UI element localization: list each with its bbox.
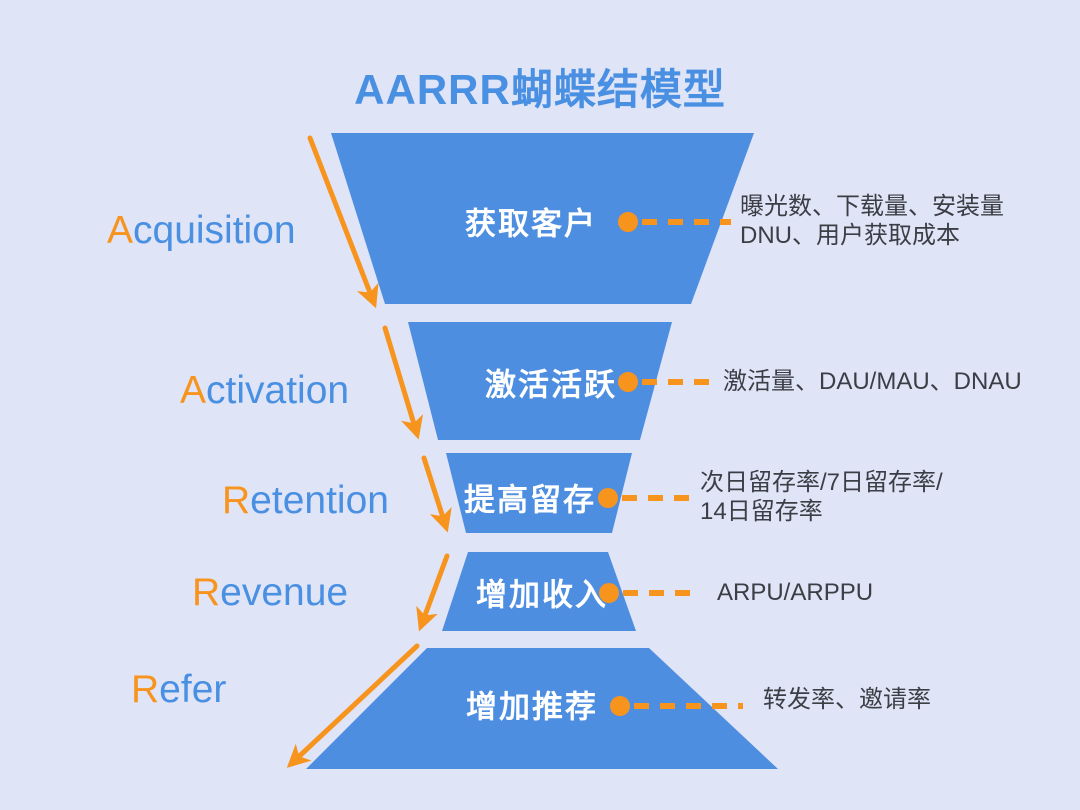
flow-arrow-4 <box>416 553 450 632</box>
stage-label-acquisition: 获取客户 <box>465 206 597 242</box>
en-label-initial: R <box>222 479 251 522</box>
en-label-initial: A <box>107 209 134 252</box>
flow-arrow-1 <box>307 135 379 309</box>
stage-label-activation: 激活活跃 <box>485 367 617 403</box>
stage-label-retention: 提高留存 <box>464 482 596 518</box>
stage-label-revenue: 增加收入 <box>476 577 608 613</box>
metrics-retention: 次日留存率/7日留存率/ 14日留存率 <box>700 469 943 525</box>
connector-dot-icon-5 <box>610 696 630 716</box>
en-label-rest: etention <box>250 479 389 522</box>
en-label-rest: evenue <box>220 571 349 614</box>
metrics-refer: 转发率、邀请率 <box>763 686 931 713</box>
en-label-activation: Activation <box>180 371 349 410</box>
en-label-acquisition: Acquisition <box>107 211 296 250</box>
en-label-refer: Refer <box>131 670 226 709</box>
funnel-stage-shape-activation <box>408 322 672 440</box>
connector-dot-icon-1 <box>618 212 638 232</box>
funnel-stage-shape-acquisition <box>331 133 754 304</box>
metrics-revenue: ARPU/ARPPU <box>717 579 874 606</box>
en-label-rest: ctivation <box>206 369 350 412</box>
en-label-initial: R <box>192 571 221 614</box>
en-label-revenue: Revenue <box>192 573 348 612</box>
connector-dot-icon-3 <box>598 488 618 508</box>
en-label-initial: R <box>131 668 160 711</box>
flow-arrow-2 <box>382 325 424 440</box>
page-title: AARRR蝴蝶结模型 <box>354 66 726 113</box>
metrics-acquisition: 曝光数、下载量、安装量 DNU、用户获取成本 <box>740 193 1004 249</box>
en-label-rest: cquisition <box>133 209 296 252</box>
connector-dot-icon-2 <box>618 372 638 392</box>
funnel-stage-shape-revenue <box>442 552 636 631</box>
connector-dot-icon-4 <box>599 583 619 603</box>
metrics-activation: 激活量、DAU/MAU、DNAU <box>723 368 1022 395</box>
stage-label-refer: 增加推荐 <box>466 689 598 725</box>
flow-arrow-3 <box>421 455 452 533</box>
en-label-retention: Retention <box>222 481 389 520</box>
flow-arrow-5 <box>286 643 420 768</box>
en-label-rest: efer <box>159 668 227 711</box>
en-label-initial: A <box>180 369 207 412</box>
funnel-stage-shape-refer <box>306 648 778 769</box>
funnel-stage-shape-retention <box>446 453 632 533</box>
